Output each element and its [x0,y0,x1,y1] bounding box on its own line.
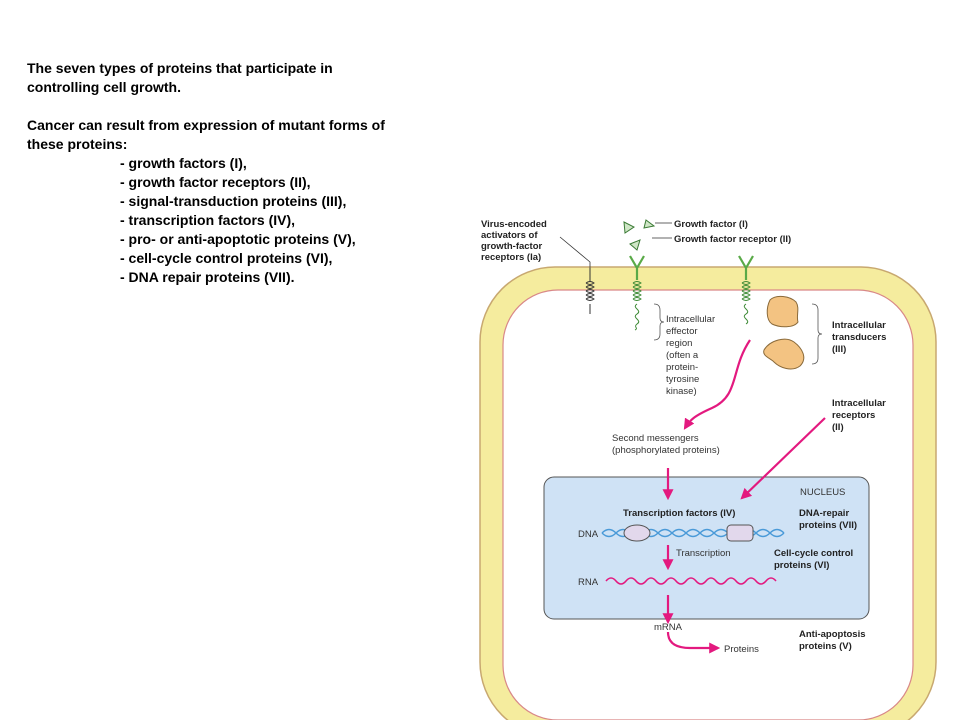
proteins-label: Proteins [724,644,759,655]
cancer-line-2: these proteins: [27,136,128,152]
second-messengers-label: Second messengers (phosphorylated protei… [612,433,720,456]
virus-activator-label: Virus-encoded activators of growth-facto… [481,219,549,263]
title-line-1: The seven types of proteins that partici… [27,60,333,76]
dna-repair-label: DNA-repair proteins (VII) [799,508,857,531]
signaling-arrows [662,339,826,654]
growth-factor-triangles [623,219,656,251]
transcription-label: Transcription [676,548,731,559]
title-line-2: controlling cell growth. [27,79,181,95]
protein-list-item: - cell-cycle control proteins (VI), [120,250,333,266]
cell-cycle-label: Cell-cycle control proteins (VI) [774,548,856,571]
nucleus [543,476,870,620]
growth-factor-receptor-label: Growth factor receptor (II) [674,234,791,245]
intracellular-transducers [763,295,805,370]
mrna-label: mRNA [654,622,683,633]
growth-factor-receptor [629,255,754,280]
transcription-factor-shape [623,524,651,542]
receptor-transmembrane-coil [632,281,751,301]
anti-apoptosis-label: Anti-apoptosis proteins (V) [799,629,868,652]
slide-text: The seven types of proteins that partici… [27,59,457,287]
protein-list-item: - pro- or anti-apoptotic proteins (V), [120,231,356,247]
protein-list-item: - DNA repair proteins (VII). [120,269,295,285]
protein-list-item: - growth factor receptors (II), [120,174,311,190]
dna-repair-protein-shape [726,524,754,542]
protein-list-item: - signal-transduction proteins (III), [120,193,347,209]
virus-activator [585,268,595,314]
rna-strand [605,577,777,585]
cancer-line-1: Cancer can result from expression of mut… [27,117,385,133]
transducers-bracket [811,303,823,365]
rna-label: RNA [578,577,599,588]
dna-label: DNA [578,529,599,540]
protein-list: - growth factors (I), - growth factor re… [27,154,457,287]
growth-factor-label: Growth factor (I) [674,219,748,230]
intracellular-receptors-label: Intracellular receptors (II) [832,398,889,433]
protein-list-item: - transcription factors (IV), [120,212,296,228]
intracellular-effector-region [634,303,749,331]
nucleus-label: NUCLEUS [800,487,845,498]
protein-list-item: - growth factors (I), [120,155,247,171]
transducers-label: Intracellular transducers (III) [832,320,889,355]
effector-region-label: Intracellular effector region (often a p… [666,314,718,397]
transcription-factors-label: Transcription factors (IV) [623,508,735,519]
effector-bracket [653,303,665,341]
